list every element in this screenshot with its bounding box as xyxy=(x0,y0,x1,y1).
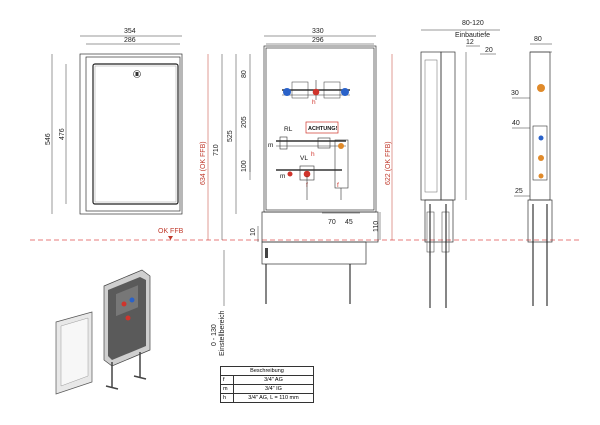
isometric-illustration xyxy=(55,269,151,395)
svg-text:Einstellbereich: Einstellbereich xyxy=(219,310,226,356)
dim-354: 354 xyxy=(124,28,136,35)
valve-right-icon xyxy=(338,143,344,149)
svg-text:110: 110 xyxy=(373,221,380,232)
svg-text:710: 710 xyxy=(213,144,220,156)
svg-text:622 (OK FFB): 622 (OK FFB) xyxy=(385,141,392,185)
ffb-marker-icon xyxy=(168,236,173,240)
dim-330: 330 xyxy=(312,28,324,35)
svg-text:20: 20 xyxy=(485,47,493,54)
svg-text:80-120: 80-120 xyxy=(462,20,484,27)
svg-text:ACHTUNG!: ACHTUNG! xyxy=(308,126,337,132)
dim-286: 286 xyxy=(124,37,136,44)
svg-text:70: 70 xyxy=(328,219,336,226)
svg-text:RL: RL xyxy=(284,126,293,133)
valve-blue-left-icon xyxy=(283,88,291,96)
svg-text:25: 25 xyxy=(515,188,523,195)
dim-296: 296 xyxy=(312,37,324,44)
svg-text:40: 40 xyxy=(512,120,520,127)
svg-text:45: 45 xyxy=(345,219,353,226)
svg-text:h: h xyxy=(312,99,316,106)
side-view: 80-120 Einbautiefe 12 20 xyxy=(420,20,500,308)
svg-text:12: 12 xyxy=(466,39,474,46)
dim-546: 546 xyxy=(45,133,52,145)
warning-sign xyxy=(305,121,339,134)
svg-text:100: 100 xyxy=(241,160,248,172)
svg-text:525: 525 xyxy=(227,130,234,142)
svg-text:80: 80 xyxy=(241,70,248,78)
right-view: 80 30 40 25 xyxy=(511,36,553,306)
front-view: 354 286 546 476 xyxy=(45,28,183,215)
svg-text:h: h xyxy=(311,151,315,158)
valve-red-center-icon xyxy=(312,88,320,96)
svg-text:Einbautiefe: Einbautiefe xyxy=(455,32,490,39)
legend-title: Beschreibung xyxy=(220,366,314,376)
svg-text:VL: VL xyxy=(300,155,308,162)
svg-text:30: 30 xyxy=(511,90,519,97)
dim-476: 476 xyxy=(59,128,66,140)
svg-text:m: m xyxy=(268,142,273,149)
svg-text:80: 80 xyxy=(534,36,542,43)
svg-text:634 (OK FFB): 634 (OK FFB) xyxy=(200,141,207,185)
svg-text:m: m xyxy=(280,173,285,180)
svg-text:f: f xyxy=(337,182,339,189)
valve-orange-icon xyxy=(537,84,545,92)
main-view: h RL m h ACHTUNG! VL m f f 330 296 xyxy=(200,28,393,356)
valve-red-left-icon xyxy=(287,171,293,177)
svg-text:10: 10 xyxy=(250,228,257,236)
svg-text:0 - 130: 0 - 130 xyxy=(211,324,218,346)
svg-text:205: 205 xyxy=(241,116,248,128)
ffb-label: OK FFB xyxy=(158,228,184,235)
valve-red-vl-icon xyxy=(303,170,311,178)
valve-blue-right-icon xyxy=(341,88,349,96)
